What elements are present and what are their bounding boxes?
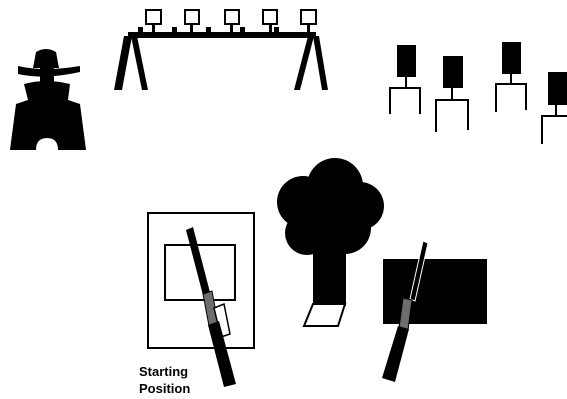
shooting-table — [383, 259, 487, 324]
tree-barricade — [277, 158, 384, 326]
cowboy-silhouette-target — [10, 49, 86, 150]
starting-position-label-line2: Position — [139, 381, 190, 396]
starting-position-label-line1: Starting — [139, 364, 188, 379]
pepper-popper-target-stands — [390, 42, 567, 144]
knockdown-plate-rack — [114, 10, 328, 90]
